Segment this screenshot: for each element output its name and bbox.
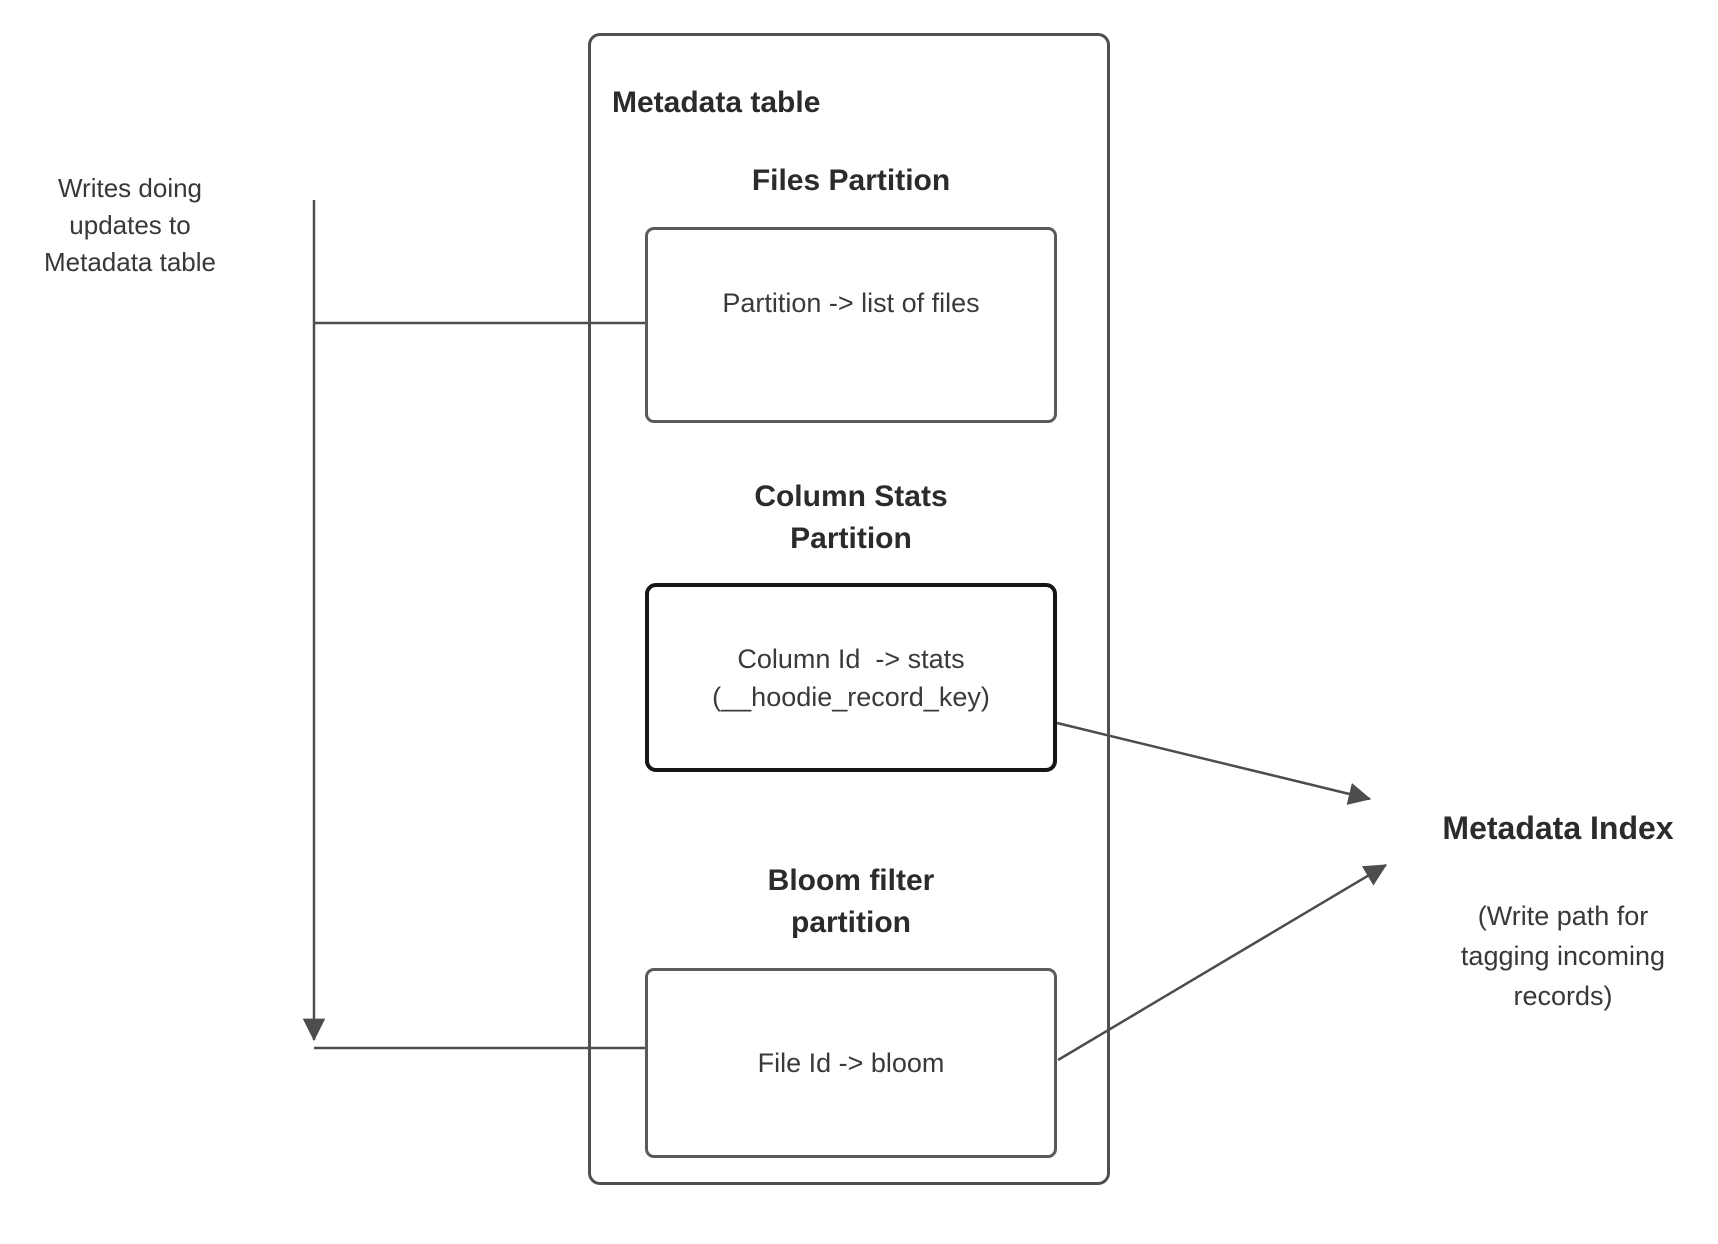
files-partition-heading: Files Partition: [751, 164, 951, 197]
bloom-filter-partition-heading: Bloom filter partition: [767, 864, 935, 939]
metadata-index-title: Metadata Index: [1442, 810, 1674, 846]
column-stats-mapping-line2: (__hoodie_record_key): [712, 681, 990, 712]
column-stats-partition-box: Column Id -> stats (__hoodie_record_key): [645, 583, 1057, 772]
writes-note: Writes doing updates to Metadata table: [43, 173, 216, 277]
bloom-filter-partition-box: File Id -> bloom: [645, 968, 1057, 1158]
column-stats-partition-heading: Column Stats Partition: [754, 480, 948, 555]
metadata-index-subtitle: (Write path for tagging incoming records…: [1460, 901, 1666, 1011]
files-partition-mapping: Partition -> list of files: [722, 288, 980, 318]
bloom-filter-mapping: File Id -> bloom: [757, 1048, 945, 1078]
files-partition-box: Partition -> list of files: [645, 227, 1057, 423]
column-stats-mapping-line1: Column Id -> stats: [737, 643, 965, 674]
metadata-table-box: [588, 33, 1110, 1185]
metadata-table-title: Metadata table: [612, 86, 821, 119]
